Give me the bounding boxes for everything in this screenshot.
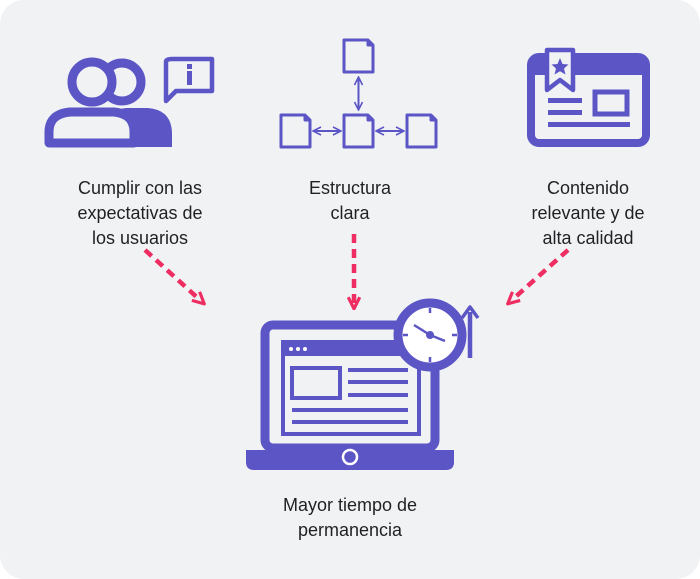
users-label-line: los usuarios [91, 228, 189, 248]
users-label-line: Cumplir con las [77, 178, 203, 198]
content-label-line: alta calidad [542, 228, 634, 248]
result-label-line: Mayor tiempo de [282, 495, 418, 515]
structure-label-line: Estructura [308, 178, 392, 198]
content-label-line: Contenido [546, 178, 630, 198]
result-label-line: permanencia [297, 520, 403, 540]
user-group-info-icon [44, 56, 215, 148]
featured-content-card-icon [527, 47, 650, 147]
users-label-line: expectativas de [77, 203, 203, 223]
content-label-line: relevante y de [531, 203, 645, 223]
users-label: Cumplir con las expectativas de los usua… [40, 176, 240, 251]
content-label: Contenido relevante y de alta calidad [488, 176, 688, 251]
structure-label: Estructura clara [250, 176, 450, 226]
arrow-content-to-result [512, 248, 570, 300]
result-label: Mayor tiempo de permanencia [240, 493, 460, 543]
structure-label-line: clara [330, 203, 370, 223]
document-structure-icon [279, 38, 438, 149]
arrow-users-to-result [143, 248, 200, 300]
flow-arrows [143, 234, 570, 303]
laptop-clock-up-arrow-icon [246, 298, 480, 470]
